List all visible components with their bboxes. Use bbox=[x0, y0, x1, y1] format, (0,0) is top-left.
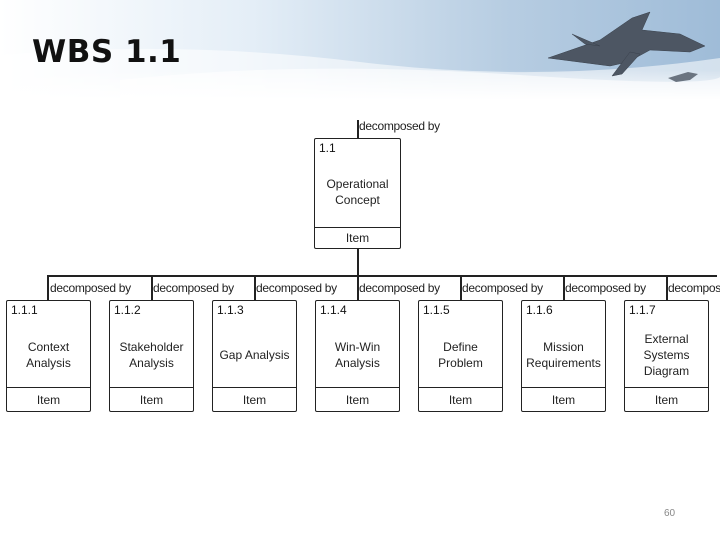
node-divider bbox=[315, 227, 400, 228]
node-type: Item bbox=[345, 393, 370, 407]
node-type: Item bbox=[242, 393, 267, 407]
node-name: Gap Analysis bbox=[219, 347, 290, 362]
relation-label-3: decomposed by bbox=[256, 281, 337, 295]
node-type: Item bbox=[139, 393, 164, 407]
root-node[interactable]: 1.1 Operational Concept Item bbox=[314, 138, 401, 249]
relation-label-1: decomposed by bbox=[50, 281, 131, 295]
node-divider bbox=[522, 387, 605, 388]
node-id: 1.1.3 bbox=[217, 303, 244, 317]
branch-line-5 bbox=[460, 275, 462, 300]
node-type: Item bbox=[654, 393, 679, 407]
node-name: Mission Requirements bbox=[526, 339, 601, 370]
node-id: 1.1.5 bbox=[423, 303, 450, 317]
node-name: Operational Concept bbox=[326, 176, 389, 207]
node-id: 1.1.4 bbox=[320, 303, 347, 317]
node-type: Item bbox=[36, 393, 61, 407]
relation-label-7: decomposed by bbox=[668, 281, 720, 295]
node-id: 1.1.6 bbox=[526, 303, 553, 317]
node-divider bbox=[625, 387, 708, 388]
relation-label-6: decomposed by bbox=[565, 281, 646, 295]
small-jet-icon bbox=[668, 72, 698, 82]
branch-line-4 bbox=[357, 275, 359, 300]
child-node-7[interactable]: 1.1.7 External Systems Diagram Item bbox=[624, 300, 709, 412]
child-node-4[interactable]: 1.1.4 Win-Win Analysis Item bbox=[315, 300, 400, 412]
root-connector-down bbox=[357, 249, 359, 275]
node-divider bbox=[213, 387, 296, 388]
node-type: Item bbox=[448, 393, 473, 407]
node-id: 1.1 bbox=[319, 141, 336, 155]
branch-line-1 bbox=[47, 275, 49, 300]
bus-line bbox=[47, 275, 717, 277]
branch-line-2 bbox=[151, 275, 153, 300]
node-name: Context Analysis bbox=[26, 339, 71, 370]
node-id: 1.1.2 bbox=[114, 303, 141, 317]
node-id: 1.1.7 bbox=[629, 303, 656, 317]
branch-line-6 bbox=[563, 275, 565, 300]
branch-line-3 bbox=[254, 275, 256, 300]
node-name: Stakeholder Analysis bbox=[119, 339, 184, 370]
child-node-1[interactable]: 1.1.1 Context Analysis Item bbox=[6, 300, 91, 412]
page-number: 60 bbox=[664, 508, 676, 519]
slide-title: WBS 1.1 bbox=[32, 34, 182, 70]
node-name: External Systems Diagram bbox=[643, 331, 690, 379]
relation-label-2: decomposed by bbox=[153, 281, 234, 295]
node-id: 1.1.1 bbox=[11, 303, 38, 317]
relation-label-5: decomposed by bbox=[462, 281, 543, 295]
child-node-6[interactable]: 1.1.6 Mission Requirements Item bbox=[521, 300, 606, 412]
child-node-3[interactable]: 1.1.3 Gap Analysis Item bbox=[212, 300, 297, 412]
node-type: Item bbox=[345, 231, 370, 245]
node-divider bbox=[316, 387, 399, 388]
relation-label-root: decomposed by bbox=[359, 119, 440, 133]
jet-icon bbox=[547, 11, 706, 77]
root-connector-up bbox=[357, 120, 359, 138]
node-type: Item bbox=[551, 393, 576, 407]
node-divider bbox=[7, 387, 90, 388]
relation-label-4: decomposed by bbox=[359, 281, 440, 295]
child-node-2[interactable]: 1.1.2 Stakeholder Analysis Item bbox=[109, 300, 194, 412]
node-divider bbox=[110, 387, 193, 388]
node-name: Define Problem bbox=[438, 339, 483, 370]
child-node-5[interactable]: 1.1.5 Define Problem Item bbox=[418, 300, 503, 412]
node-divider bbox=[419, 387, 502, 388]
branch-line-7 bbox=[666, 275, 668, 300]
node-name: Win-Win Analysis bbox=[334, 339, 381, 370]
header-banner bbox=[0, 0, 720, 100]
